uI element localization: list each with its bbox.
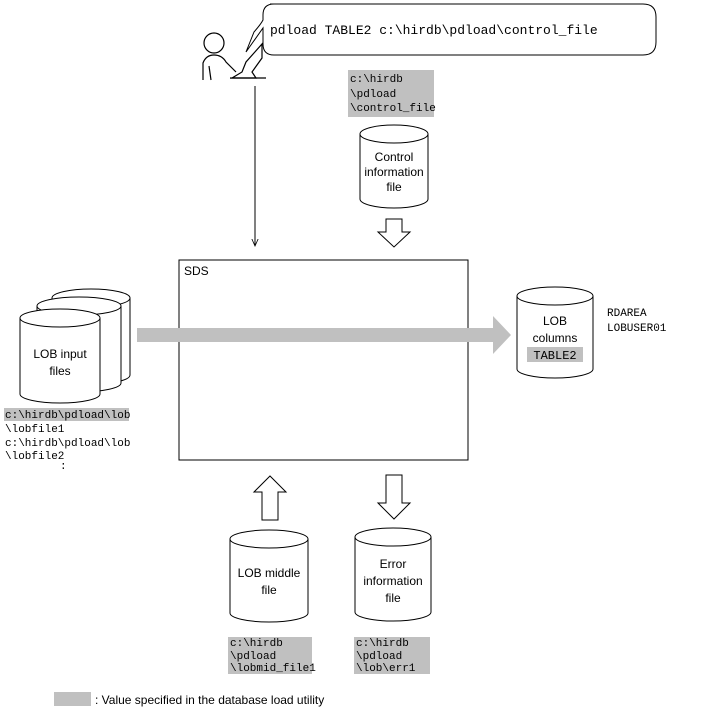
control-to-sds-arrow (376, 218, 412, 248)
error-file-cylinder: Error information file (354, 527, 432, 622)
rdarea-label-1: RDAREA (607, 308, 647, 320)
lob-middle-path-1: c:\hirdb (230, 638, 283, 650)
legend: : Value specified in the database load u… (54, 692, 324, 707)
legend-swatch (54, 692, 91, 706)
lob-input-label-1: LOB input (33, 347, 87, 361)
lob-middle-path-2: \pdload (230, 651, 276, 663)
load-flow-arrow (137, 316, 511, 354)
error-path-3: \lob\err1 (356, 663, 416, 675)
control-path-line-1: c:\hirdb (350, 74, 403, 86)
lob-input-path-4: \lobfile2 (5, 451, 64, 463)
lob-input-label-2: files (49, 364, 70, 378)
lob-middle-path-3: \lobmid_file1 (230, 663, 316, 675)
error-file-label-3: file (385, 591, 401, 605)
lob-middle-label-1: LOB middle (238, 566, 301, 580)
control-file-label-3: file (386, 180, 402, 194)
sds-to-error-arrow (376, 474, 412, 520)
person-at-terminal-icon (202, 32, 266, 81)
error-path-2: \pdload (356, 651, 402, 663)
lob-input-files-cylinders: LOB input files (19, 288, 131, 404)
sds-box: SDS (178, 259, 469, 461)
command-bubble: pdload TABLE2 c:\hirdb\pdload\control_fi… (245, 3, 657, 56)
lob-columns-label-1: LOB (543, 314, 567, 328)
control-file-label-1: Control (375, 150, 414, 164)
lob-input-paths: c:\hirdb\pdload\lob \lobfile1 c:\hirdb\p… (4, 408, 130, 473)
control-file-path: c:\hirdb \pdload \control_file (348, 70, 436, 117)
error-file-label-1: Error (380, 557, 407, 571)
middle-to-sds-arrow (252, 475, 288, 521)
control-path-line-2: \pdload (350, 89, 396, 101)
lob-input-path-3: c:\hirdb\pdload\lob (5, 438, 130, 450)
control-file-cylinder: Control information file (359, 124, 429, 209)
lob-input-path-1: c:\hirdb\pdload\lob (5, 410, 130, 422)
lob-input-path-2: \lobfile1 (5, 424, 65, 436)
lob-columns-table-name: TABLE2 (533, 349, 576, 363)
lob-middle-file-cylinder: LOB middle file (229, 529, 309, 623)
control-path-line-3: \control_file (350, 103, 436, 115)
legend-text: : Value specified in the database load u… (95, 693, 324, 707)
error-file-path: c:\hirdb \pdload \lob\err1 (354, 637, 430, 675)
lob-middle-path: c:\hirdb \pdload \lobmid_file1 (228, 637, 316, 675)
lob-input-path-5: : (60, 461, 67, 473)
lob-columns-cylinder: LOB columns TABLE2 (516, 286, 594, 379)
error-path-1: c:\hirdb (356, 638, 409, 650)
command-text: pdload TABLE2 c:\hirdb\pdload\control_fi… (270, 23, 598, 38)
rdarea-label-2: LOBUSER01 (607, 323, 667, 335)
control-file-label-2: information (364, 165, 423, 179)
lob-columns-label-2: columns (533, 331, 578, 345)
sds-label: SDS (184, 264, 209, 278)
error-file-label-2: information (363, 574, 422, 588)
lob-middle-label-2: file (261, 583, 277, 597)
